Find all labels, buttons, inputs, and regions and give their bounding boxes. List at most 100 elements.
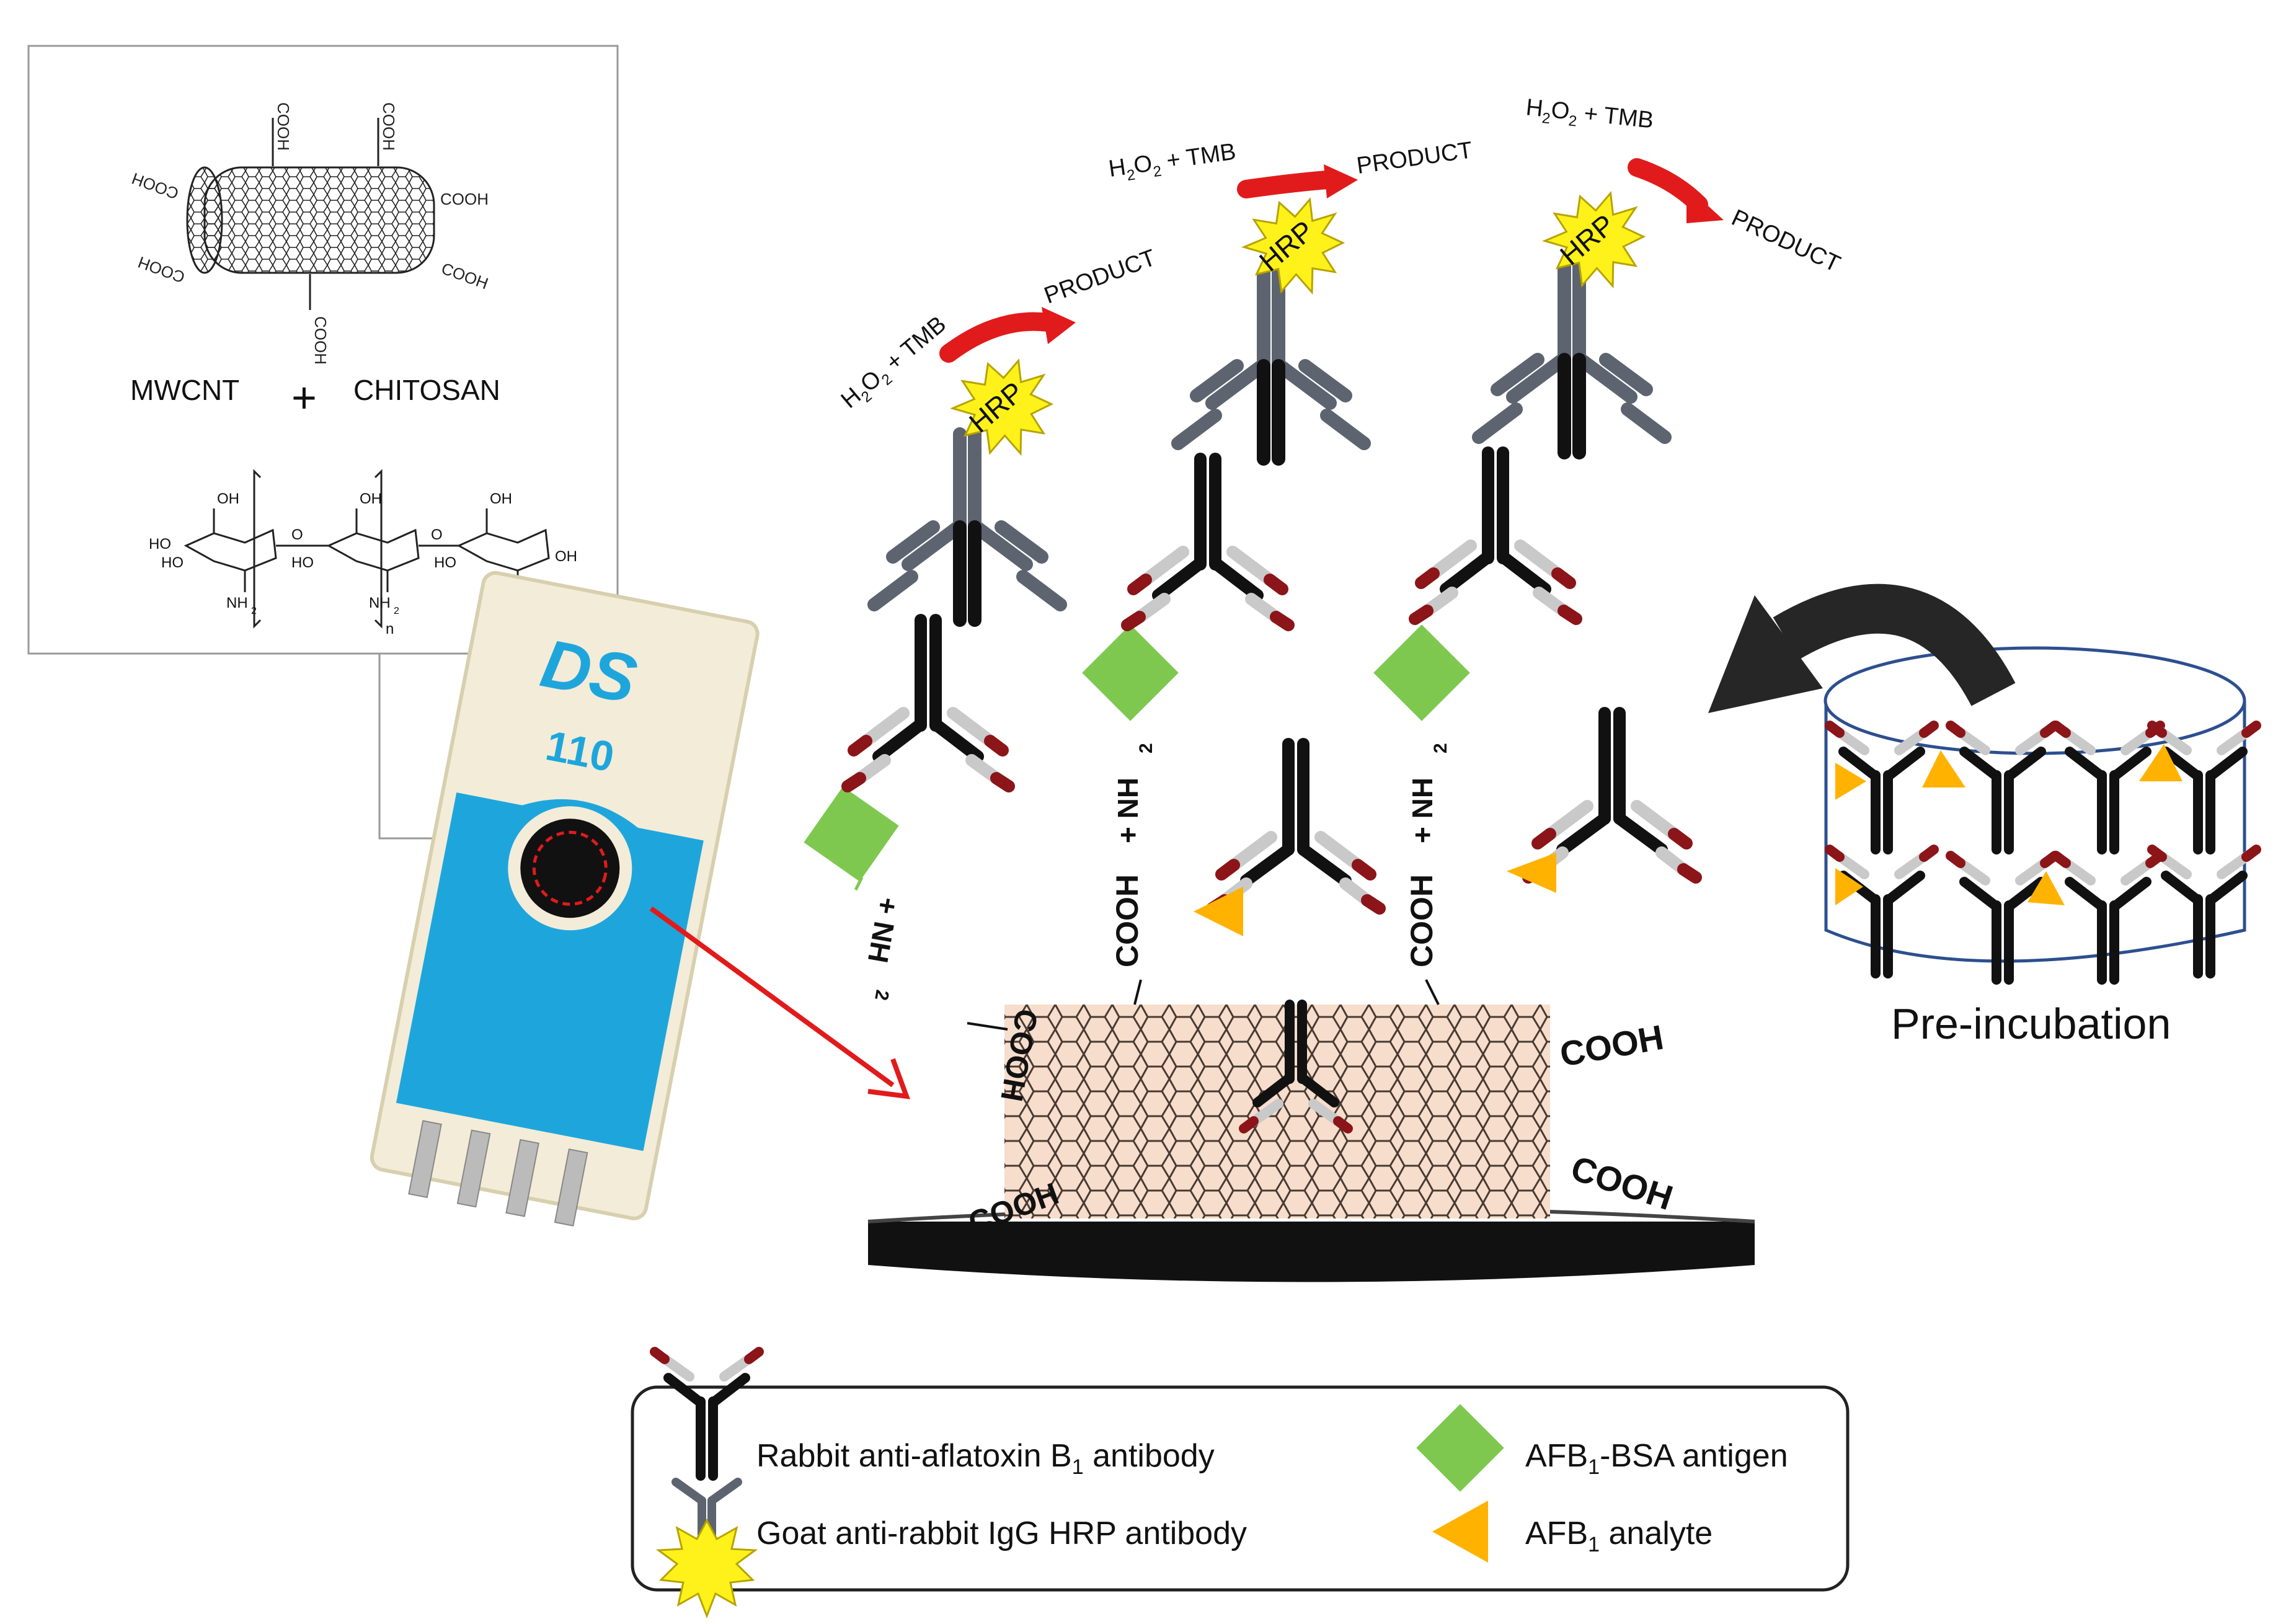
electrode-highlight (532, 830, 608, 906)
hrp-3: HRP (1533, 179, 1659, 304)
legend-rabbit-pre: Rabbit anti-aflatoxin B (756, 1438, 1072, 1474)
pre-analyte-3 (2139, 744, 2182, 781)
strip-contact-1 (408, 1120, 442, 1199)
product-label-1: PRODUCT (1041, 245, 1159, 309)
chem-o-1: O (291, 526, 303, 543)
linker-2-sub: 2 (1136, 743, 1156, 753)
linker-2: COOH + NH 2 (1110, 743, 1156, 1005)
chem-nh2-sub-1: 2 (251, 606, 257, 616)
inset-panel: COOH COOH COOH COOH COOH COOH COOH MWCNT… (27, 45, 619, 848)
reaction-arrowhead-3 (1686, 186, 1724, 223)
legend: Rabbit anti-aflatoxin B1 antibody Goat a… (631, 1352, 1850, 1617)
linker-3-cooh: COOH (1404, 874, 1439, 967)
cnt-cooh-right-bottom: COOH (1566, 1148, 1677, 1217)
inset-cnt-tube (203, 166, 435, 274)
cnt-cooh-right-top: COOH (1557, 1018, 1666, 1074)
antigen-3 (1373, 624, 1470, 721)
legend-goat-icon (657, 1478, 756, 1617)
strip-contact-3 (505, 1138, 539, 1217)
pre-analyte-1 (1835, 763, 1866, 800)
legend-analyte-pre: AFB (1525, 1515, 1588, 1551)
rabbit-antibody-2 (1127, 459, 1288, 625)
reaction-text-1: H2O2 + TMB (836, 311, 954, 417)
strip-contact-2 (456, 1129, 491, 1208)
antigen-2 (1082, 624, 1179, 721)
inset-cnt-end (186, 166, 223, 274)
reagent-h-3: H (1525, 94, 1544, 122)
pre-analyte-2 (1922, 750, 1965, 788)
svg-text:H2O2 + TMB: H2O2 + TMB (836, 311, 954, 417)
linker-1: COOH + NH 2 (854, 876, 1044, 1104)
legend-antigen-post: -BSA antigen (1600, 1438, 1788, 1474)
linker-3-sub: 2 (1430, 743, 1451, 753)
chem-ho-2: HO (161, 554, 184, 571)
pre-analyte-4 (1835, 868, 1863, 905)
reagent-sub-3b: 2 (1567, 112, 1577, 130)
reagent-rest-1: + TMB (876, 311, 951, 380)
chem-nh2-2: NH (369, 595, 391, 611)
legend-antigen-text: AFB1-BSA antigen (1525, 1438, 1788, 1479)
reagent-o-3: O (1550, 97, 1571, 125)
analyte-2 (1507, 853, 1556, 893)
legend-rabbit-post: antibody (1084, 1438, 1215, 1474)
legend-antigen-sub: 1 (1588, 1455, 1600, 1479)
linker-2-nh: + NH (1112, 778, 1144, 843)
zoom-arrowhead (867, 1058, 911, 1099)
linker-1-nh: + NH (862, 895, 905, 965)
chem-ho-4: HO (434, 554, 456, 571)
preincubation-label: Pre-incubation (1891, 1000, 2171, 1048)
legend-goat-text: Goat anti-rabbit IgG HRP antibody (756, 1515, 1247, 1551)
legend-analyte-icon (1432, 1501, 1488, 1563)
free-antibody-2-group (1522, 707, 1702, 884)
plus-sign: + (291, 373, 317, 422)
preincubation-vessel (1823, 646, 2256, 980)
chem-nh2-1: NH (226, 595, 248, 611)
cnt-tube-lattice (1004, 1005, 1550, 1218)
electrode-surface: COOH COOH COOH (867, 1005, 1755, 1282)
electrode-base (868, 1222, 1755, 1282)
reagent-sub-2b: 2 (1152, 162, 1163, 180)
product-label-2: PRODUCT (1355, 137, 1474, 179)
legend-analyte-post: analyte (1600, 1515, 1713, 1551)
legend-analyte-text: AFB1 analyte (1525, 1515, 1713, 1556)
chem-oh-2: OH (360, 490, 382, 507)
product-label-3: PRODUCT (1727, 205, 1844, 277)
chitosan-structure (184, 469, 550, 629)
chem-ho-1: HO (149, 536, 171, 552)
legend-analyte-sub: 1 (1588, 1533, 1600, 1556)
chem-oh-4: OH (555, 548, 577, 565)
goat-antibody-1 (874, 434, 1060, 620)
sensor-strip: DS 110 (370, 570, 760, 1227)
inset-cooh-3: COOH (311, 316, 330, 365)
free-antibody-1-group (1206, 738, 1386, 915)
transfer-arrowhead (1708, 595, 1823, 713)
reagent-sub-3: 2 (1541, 110, 1551, 127)
linker-1-sub: 2 (871, 988, 892, 1002)
linker-3-nh: + NH (1406, 778, 1438, 843)
inset-cooh-6: COOH (440, 190, 489, 208)
mwcnt-label: MWCNT (130, 374, 239, 406)
transfer-arrow (1773, 583, 2016, 706)
strip-brand: DS (535, 625, 642, 718)
hrp-1: HRP (941, 346, 1067, 471)
rabbit-antibody-3 (1415, 453, 1576, 619)
zoom-arrow (649, 906, 895, 1088)
legend-box (631, 1385, 1850, 1592)
cylinder-body (1824, 701, 2246, 963)
reaction-text-2: H2O2 + TMB (1107, 139, 1238, 187)
inset-border (27, 45, 619, 655)
legend-antigen-icon (1416, 1404, 1504, 1492)
inset-cooh-2: COOH (379, 102, 398, 151)
chitosan-label: CHITOSAN (353, 374, 500, 406)
linker-3: COOH + NH 2 (1404, 743, 1451, 1005)
legend-rabbit-sub: 1 (1072, 1455, 1084, 1479)
analyte-1 (1194, 887, 1243, 936)
inset-cooh-1: COOH (274, 102, 293, 151)
reaction-arrowhead-2 (1324, 164, 1358, 198)
linker-2-cooh: COOH (1110, 874, 1145, 967)
reagent-sub-2: 2 (1126, 166, 1137, 184)
rabbit-antibody-1 (848, 620, 1009, 786)
reaction-arrow-2 (1237, 171, 1336, 198)
chem-oh-3: OH (490, 490, 512, 507)
